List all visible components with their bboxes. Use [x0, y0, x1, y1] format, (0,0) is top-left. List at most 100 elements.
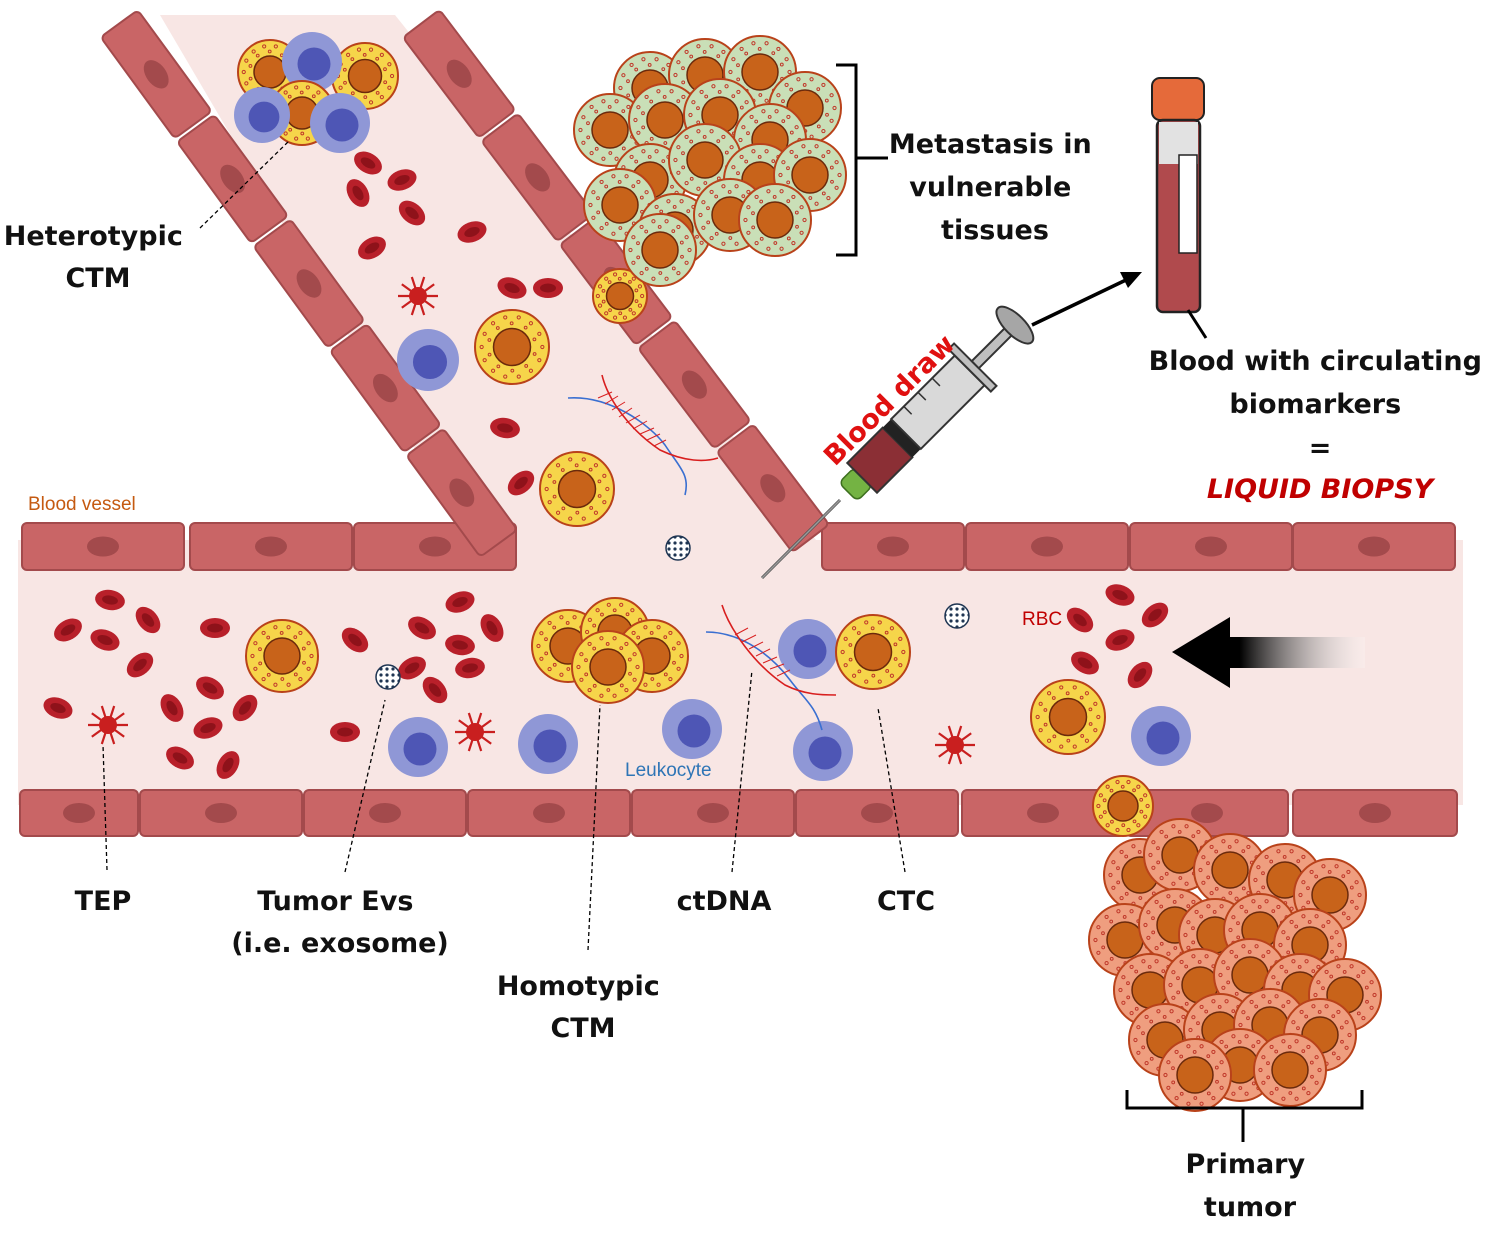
endothelial-cell	[639, 321, 750, 448]
exosome-vesicle	[665, 535, 691, 561]
primary-tumor-cell	[1253, 1033, 1327, 1107]
endothelial-cell	[21, 522, 185, 571]
blood-circulating-label: Blood with circulating biomarkers =	[1149, 346, 1492, 464]
red-blood-cell	[126, 652, 154, 678]
red-blood-cell	[200, 618, 230, 638]
to-tube-arrow	[1031, 272, 1142, 327]
red-blood-cell	[408, 616, 436, 640]
vessel-walls	[19, 10, 1458, 837]
leukocyte-cell	[310, 93, 370, 153]
leukocyte-cell	[662, 699, 722, 759]
red-blood-cell	[232, 694, 258, 722]
metastasis-cell	[623, 213, 697, 287]
primary-tumor-label: Primary tumor	[1185, 1149, 1314, 1223]
tumor-educated-platelet	[88, 705, 128, 745]
circulating-tumor-cell	[571, 630, 645, 704]
red-blood-cell	[196, 676, 224, 700]
ctdna-strand-lower	[705, 604, 837, 731]
red-blood-cell	[135, 606, 161, 634]
endothelial-cell	[101, 11, 211, 138]
red-blood-cell	[1105, 629, 1135, 651]
red-blood-cell	[480, 614, 504, 642]
syringe	[760, 305, 1035, 580]
circulating-tumor-cell	[245, 619, 319, 693]
red-blood-cell	[387, 169, 417, 191]
red-blood-cell	[354, 151, 382, 175]
primary-tumor-cell	[1193, 833, 1267, 907]
endothelial-cell	[717, 425, 829, 552]
endothelial-cell	[1292, 522, 1456, 571]
red-blood-cell	[1066, 607, 1094, 633]
metastasis-cell	[668, 123, 742, 197]
endothelial-cell	[330, 324, 441, 452]
circulating-tumor-cell	[474, 309, 550, 385]
endothelial-cell	[189, 522, 353, 571]
red-blood-cell	[166, 746, 194, 770]
blood-tube	[1151, 77, 1208, 339]
exosome-vesicle	[375, 664, 401, 690]
red-blood-cell	[497, 277, 527, 299]
leukocyte-label: Leukocyte	[625, 760, 712, 781]
red-blood-cell	[90, 629, 120, 651]
endothelial-cell	[254, 220, 364, 347]
red-blood-cell	[160, 694, 184, 722]
leukocyte-cell	[793, 721, 853, 781]
ctc-label: CTC	[877, 886, 935, 917]
exosome-vesicle	[944, 603, 970, 629]
endothelial-cell	[303, 789, 467, 837]
red-blood-cell	[1141, 602, 1169, 628]
endothelial-cell	[177, 115, 288, 243]
red-blood-cell	[43, 697, 73, 719]
endothelial-cell	[1292, 789, 1458, 837]
circulating-tumor-cell	[835, 614, 911, 690]
tumor-evs-label: Tumor Evs (i.e. exosome)	[231, 886, 449, 959]
red-blood-cell	[533, 278, 563, 298]
circulating-tumor-cell	[1030, 679, 1106, 755]
ctdna-strand-upper	[567, 374, 719, 496]
branch-vessel-lumen	[160, 15, 820, 560]
leukocyte-cell	[518, 714, 578, 774]
red-blood-cell	[1105, 584, 1135, 606]
leukocyte-cell	[1131, 706, 1191, 766]
leukocyte-cell	[397, 329, 459, 391]
endothelial-cell	[631, 789, 795, 837]
red-blood-cell	[422, 676, 448, 704]
leukocyte-cell	[778, 619, 838, 679]
leukocyte-cell	[388, 717, 448, 777]
red-blood-cell	[346, 179, 370, 207]
tumor-educated-platelet	[455, 712, 495, 752]
red-blood-cell	[330, 722, 360, 742]
primary-tumor-bracket	[1125, 1090, 1364, 1142]
endothelial-cell	[965, 522, 1129, 571]
red-blood-cell	[507, 470, 535, 496]
metastasis-label: Metastasis in vulnerable tissues	[889, 129, 1101, 246]
metastasis-bracket	[836, 63, 888, 257]
homotypic-ctm-label: Homotypic CTM	[497, 971, 669, 1044]
endothelial-cell	[795, 789, 959, 837]
red-blood-cell	[445, 634, 475, 656]
leukocyte-cell	[282, 32, 342, 92]
red-blood-cell	[398, 656, 426, 680]
ctdna-label: ctDNA	[677, 886, 772, 917]
red-blood-cell	[1071, 651, 1099, 675]
red-blood-cell	[455, 657, 485, 679]
endothelial-cell	[1129, 522, 1293, 571]
endothelial-cell	[467, 789, 631, 837]
heterotypic-ctm-label: Heterotypic CTM	[4, 221, 193, 294]
metastasis-cell	[738, 183, 812, 257]
red-blood-cell	[490, 417, 520, 439]
red-blood-cell	[341, 627, 369, 653]
leukocyte-cell	[234, 87, 290, 143]
endothelial-cell	[403, 10, 515, 137]
rbc-label: RBC	[1022, 609, 1062, 630]
primary-tumor-cell	[1158, 1038, 1232, 1112]
red-blood-cell	[457, 221, 487, 243]
red-blood-cell	[1127, 661, 1153, 689]
red-blood-cell	[398, 200, 426, 226]
liquid-biopsy-label: LIQUID BIOPSY	[1207, 474, 1436, 505]
blood-vessel-label: Blood vessel	[28, 494, 136, 515]
endothelial-cell	[139, 789, 303, 837]
circulating-tumor-cell	[539, 451, 615, 527]
red-blood-cell	[358, 236, 386, 260]
